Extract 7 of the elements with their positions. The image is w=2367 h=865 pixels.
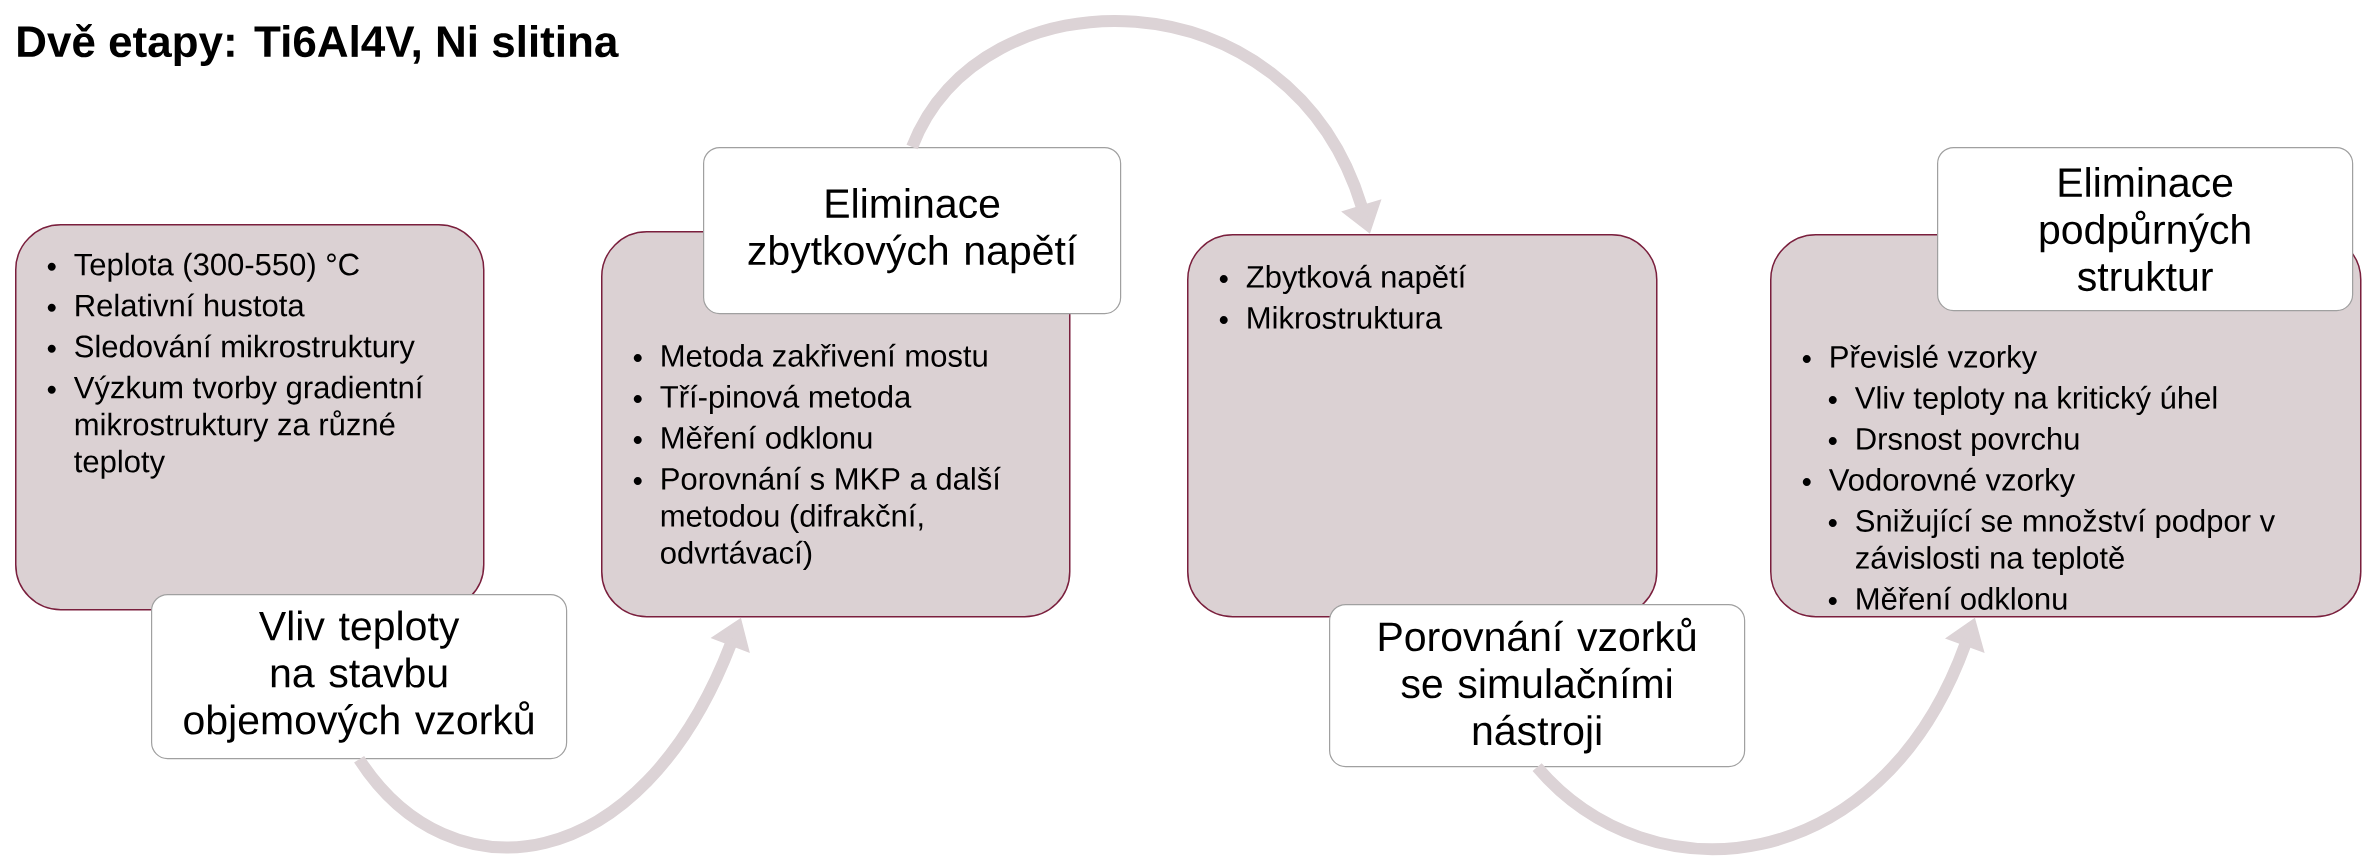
stage-title-box: Vliv teploty na stavbu objemových vzorků	[151, 594, 568, 760]
stage-title-box: Eliminace zbytkových napětí	[703, 147, 1122, 315]
stage-card: Zbytková napětí Mikrostruktura	[1187, 234, 1658, 618]
stage-title-box: Eliminace podpůrných struktur	[1937, 147, 2354, 312]
stage-card: Teplota (300-550) °C Relativní hustota Sledování mikrostruktury Výzkum tvorby gradientní mikrostruktury za různé teploty	[15, 224, 485, 611]
stage-title-box: Porovnání vzorků se simulačními nástroji	[1329, 604, 1746, 768]
heading: Dvě etapy: Ti6Al4V, Ni slitina	[18, 24, 619, 66]
